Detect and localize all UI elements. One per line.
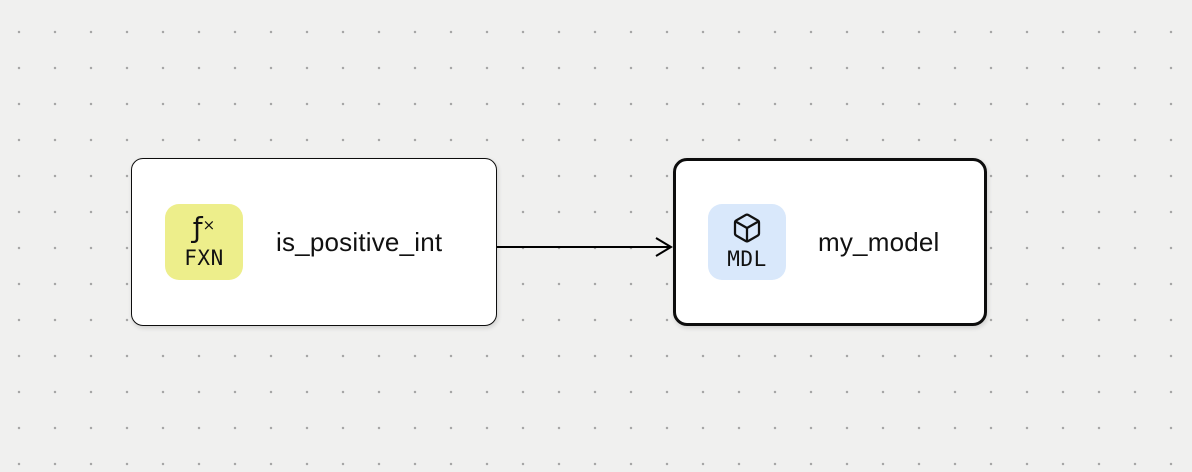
cube-icon xyxy=(733,213,761,243)
node-type-badge-mdl: MDL xyxy=(708,204,786,280)
node-my-model[interactable]: MDL my_model xyxy=(673,158,987,326)
node-label: is_positive_int xyxy=(276,226,443,257)
node-type-badge-fxn: ƒ × FXN xyxy=(165,204,243,280)
node-is-positive-int[interactable]: ƒ × FXN is_positive_int xyxy=(131,158,497,326)
function-icon: ƒ × xyxy=(192,210,216,244)
node-label: my_model xyxy=(818,226,940,257)
edge-arrow[interactable] xyxy=(497,237,673,257)
badge-code: FXN xyxy=(184,245,224,270)
badge-code: MDL xyxy=(727,247,767,272)
